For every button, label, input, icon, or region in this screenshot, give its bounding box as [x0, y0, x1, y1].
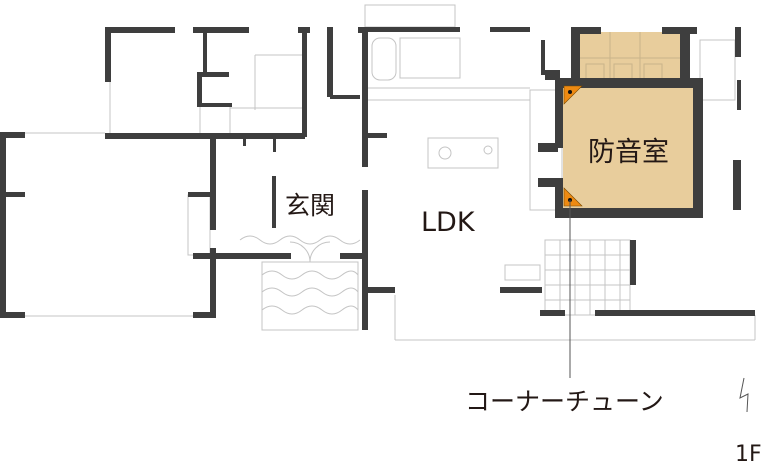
corner-tune-label: コーナーチューン	[465, 387, 664, 416]
ldk-label: LDK	[421, 207, 475, 238]
soundproof-annex-area	[580, 32, 680, 82]
corner-tune-marker-bottom	[563, 187, 583, 207]
walls	[0, 27, 755, 330]
soundproof-room-area	[563, 82, 698, 212]
corner-tune-markers	[563, 85, 583, 207]
floor-label: 1F	[735, 442, 762, 467]
corner-tune-marker-top	[563, 85, 583, 105]
soundproof-room-label: 防音室	[588, 137, 669, 168]
entrance-label: 玄関	[285, 191, 336, 220]
north-arrow-icon	[739, 377, 749, 413]
